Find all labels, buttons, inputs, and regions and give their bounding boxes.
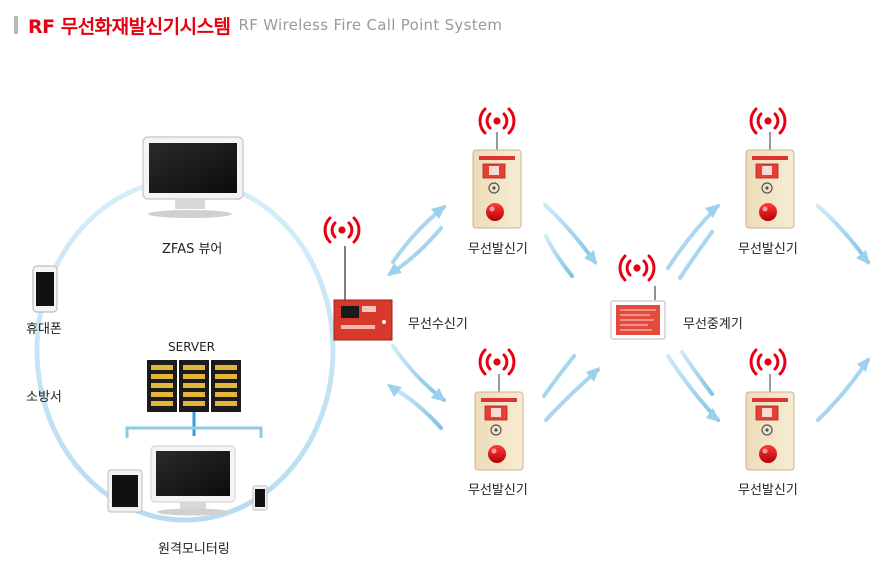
phone-label: 휴대폰 (26, 322, 62, 337)
repeater-label: 무선중계기 (683, 317, 743, 332)
mobile-phone-icon (32, 265, 58, 313)
wireless-repeater-icon (610, 254, 666, 340)
page-header: RF 무선화재발신기시스템 RF Wireless Fire Call Poin… (14, 10, 502, 40)
network-links (125, 412, 263, 438)
monitoring-label: 원격모니터링 (158, 542, 230, 557)
link-arrows (387, 203, 870, 430)
fire-station-logo-text: 119 (0, 355, 2, 390)
call-point-icon-1 (472, 107, 522, 229)
header-accent-bar (14, 16, 18, 34)
viewer-label: ZFAS 뷰어 (162, 242, 223, 257)
viewer-monitor-icon (142, 136, 244, 218)
call-point-icon-3 (474, 348, 524, 471)
call-point-label-3: 무선발신기 (468, 483, 528, 498)
fire-station-label: 소방서 (26, 390, 62, 405)
call-point-icon-4 (745, 348, 795, 471)
fire-station-logo: 119 (0, 355, 2, 390)
page-title: RF 무선화재발신기시스템 (28, 15, 231, 38)
call-point-label-4: 무선발신기 (738, 483, 798, 498)
receiver-label: 무선수신기 (408, 317, 468, 332)
wireless-receiver-icon (323, 216, 393, 341)
call-point-icon-2 (745, 107, 795, 229)
call-point-label-2: 무선발신기 (738, 242, 798, 257)
server-rack-icon (147, 360, 241, 412)
call-point-label-1: 무선발신기 (468, 242, 528, 257)
server-label: SERVER (168, 340, 216, 354)
page-subtitle: RF Wireless Fire Call Point System (238, 16, 503, 34)
monitoring-devices-icon (107, 445, 268, 516)
